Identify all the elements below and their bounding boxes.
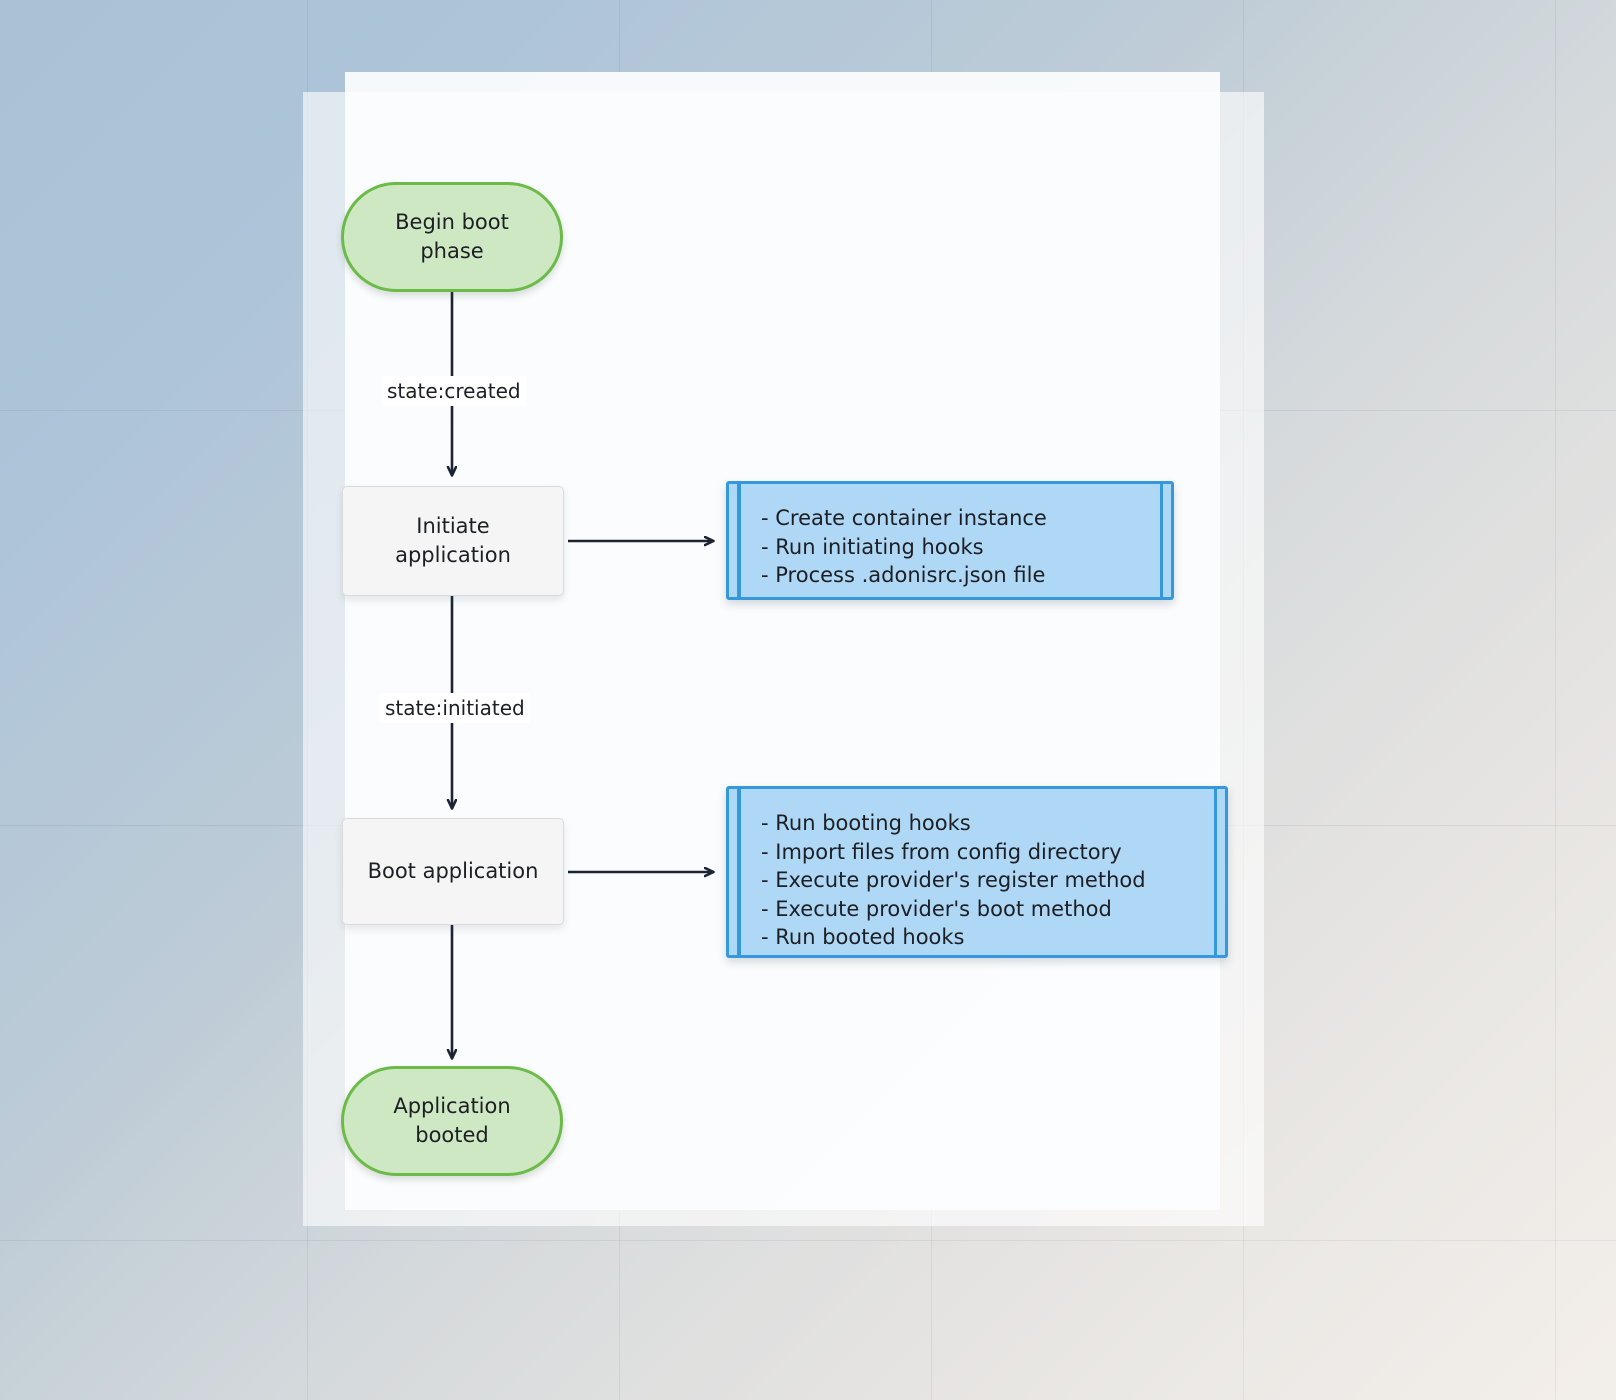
node-label-line: Begin boot xyxy=(395,210,509,235)
node-boot-application[interactable]: Boot application xyxy=(342,818,564,925)
note-initiate-application[interactable]: - Create container instance - Run initia… xyxy=(726,481,1174,600)
node-label-line: application xyxy=(395,543,511,567)
note-line: - Run booted hooks xyxy=(761,925,965,949)
note-line: - Process .adonisrc.json file xyxy=(761,563,1046,587)
node-label-line: Boot application xyxy=(367,859,539,884)
node-label-line: phase xyxy=(420,239,484,263)
node-application-booted-label: Application booted xyxy=(393,1092,510,1150)
node-label-line: booted xyxy=(415,1123,489,1147)
node-label-line: Initiate xyxy=(416,514,490,539)
note-line: - Run initiating hooks xyxy=(761,534,984,559)
node-begin-boot-phase-label: Begin boot phase xyxy=(395,208,509,266)
note-line: - Run booting hooks xyxy=(761,811,971,835)
note-line: - Execute provider's boot method xyxy=(761,896,1112,921)
node-initiate-application-label: Initiate application xyxy=(395,512,511,570)
edge-label-state-initiated: state:initiated xyxy=(380,693,530,723)
note-boot-application[interactable]: - Run booting hooks - Import files from … xyxy=(726,786,1228,958)
note-line: - Create container instance xyxy=(761,506,1047,530)
node-application-booted[interactable]: Application booted xyxy=(341,1066,563,1176)
node-initiate-application[interactable]: Initiate application xyxy=(342,486,564,596)
node-label-line: Application xyxy=(393,1094,511,1119)
node-begin-boot-phase[interactable]: Begin boot phase xyxy=(341,182,563,292)
edge-label-state-created: state:created xyxy=(382,376,526,406)
note-line: - Execute provider's register method xyxy=(761,868,1146,892)
note-line: - Import files from config directory xyxy=(761,839,1122,864)
node-boot-application-label: Boot application xyxy=(368,857,539,886)
